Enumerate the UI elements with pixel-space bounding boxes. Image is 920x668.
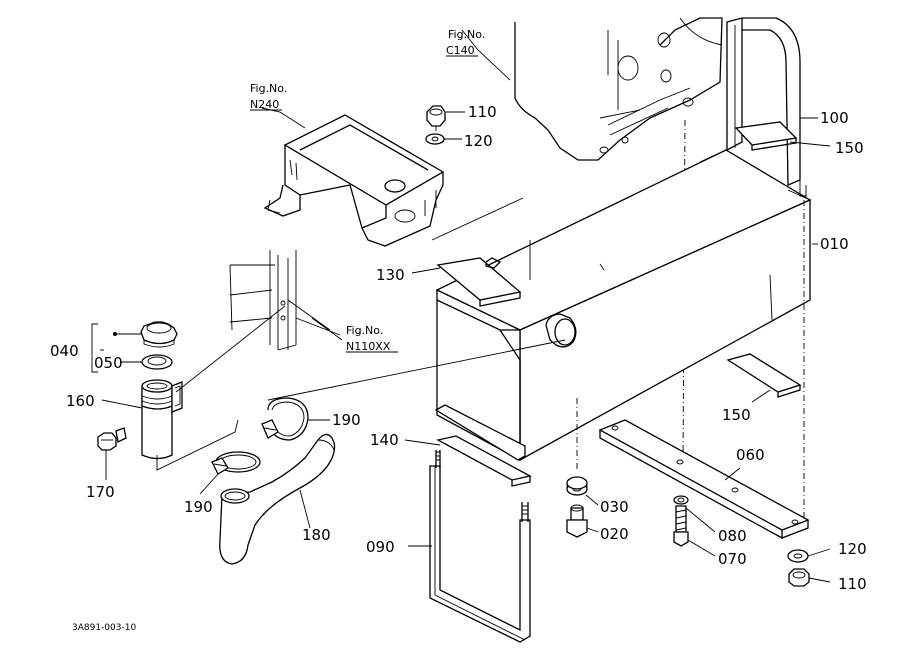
clamp-190-upper [261,397,309,441]
label-140: 140 [370,431,399,449]
fig-n240-number: N240 [250,98,279,111]
fig-underlines [250,55,478,353]
washer-080 [673,495,689,505]
rubber-140 [436,435,532,487]
leader-lines [91,29,831,583]
bolt-170 [97,427,127,451]
label-190-upper: 190 [332,411,361,429]
fig-n110xx-title: Fig.No. [346,324,383,337]
hose-180 [219,433,336,565]
fig-n110xx-number: N110XX [346,340,391,353]
fuel-tank [431,149,812,462]
label-150-top: 150 [835,139,864,157]
drawing-code: 3A891-003-10 [72,623,136,633]
label-060: 060 [736,446,765,464]
tank-hook [485,257,502,269]
washer-120-bottom [787,549,809,563]
label-120-bottom: 120 [838,540,867,558]
hose-leader [267,339,566,401]
stay-060 [598,200,810,540]
bolt-110-top [426,105,446,131]
label-110-top: 110 [468,103,497,121]
bracket-n240 [263,114,445,247]
gasket-030 [566,476,588,496]
label-090: 090 [366,538,395,556]
label-100: 100 [820,109,849,127]
label-050: 050 [94,354,123,372]
nut-110-bottom [788,568,810,587]
fig-n240-title: Fig.No. [250,82,287,95]
plug-020 [566,504,588,538]
bolt-070 [673,505,689,547]
label-190-lower: 190 [184,498,213,516]
band-100 [726,17,807,197]
label-180: 180 [302,526,331,544]
label-150-bottom: 150 [722,406,751,424]
figure-references: Fig.No. C140 Fig.No. N240 Fig.No. N110XX [250,28,485,353]
band-090 [429,450,531,643]
label-120-top: 120 [464,132,493,150]
part-number-labels: 100 150 010 110 120 130 040 050 160 170 … [50,103,867,593]
label-170: 170 [86,483,115,501]
rubber-130 [436,257,522,307]
washer-120-top [425,133,445,145]
clamp-190-lower [211,451,261,475]
fig-c140-number: C140 [446,44,475,57]
rubber-150-top [734,121,798,151]
rubber-150-bottom [726,353,802,398]
frame-n110xx [229,250,341,351]
label-160: 160 [66,392,95,410]
label-010: 010 [820,235,849,253]
fig-c140-title: Fig.No. [448,28,485,41]
label-020: 020 [600,525,629,543]
label-110-bottom: 110 [838,575,867,593]
label-080: 080 [718,527,747,545]
gasket-050 [141,354,173,370]
label-030: 030 [600,498,629,516]
filler-leaders [156,305,286,471]
filler-cap-040 [113,321,178,348]
label-040: 040 [50,342,79,360]
label-130: 130 [376,266,405,284]
label-070: 070 [718,550,747,568]
